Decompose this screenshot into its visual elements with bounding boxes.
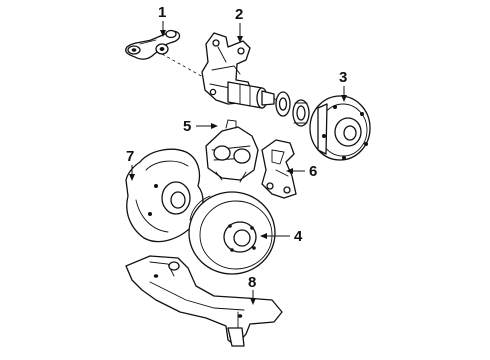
callout-7-group: 7 (126, 148, 135, 181)
callout-2: 2 (235, 6, 243, 23)
assembly-guide-line (273, 97, 277, 101)
part-5-brake-caliper (205, 119, 259, 183)
part-1-steering-arm (125, 29, 181, 60)
part-8-crossmember (125, 255, 283, 347)
callout-5: 5 (183, 118, 191, 135)
outer-bearing (292, 99, 310, 127)
callout-3: 3 (339, 69, 347, 86)
part-3-wheel-hub (309, 95, 371, 161)
part-2-steering-knuckle (201, 32, 275, 109)
callout-8-group: 8 (248, 274, 256, 305)
callout-4: 4 (294, 228, 303, 245)
callout-2-group: 2 (235, 6, 243, 43)
callout-8: 8 (248, 274, 256, 291)
callout-1: 1 (158, 4, 166, 21)
callout-5-group: 5 (183, 118, 218, 135)
wheel-bearing (275, 91, 291, 117)
callout-6-group: 6 (286, 163, 317, 180)
callout-4-group: 4 (260, 228, 303, 245)
callout-7: 7 (126, 148, 134, 165)
part-4-brake-rotor (188, 191, 276, 275)
part-6-caliper-bracket (261, 139, 297, 199)
callout-6: 6 (309, 163, 317, 180)
callout-3-group: 3 (339, 69, 347, 102)
callout-1-group: 1 (158, 4, 166, 37)
part-7-dust-shield (125, 148, 204, 243)
